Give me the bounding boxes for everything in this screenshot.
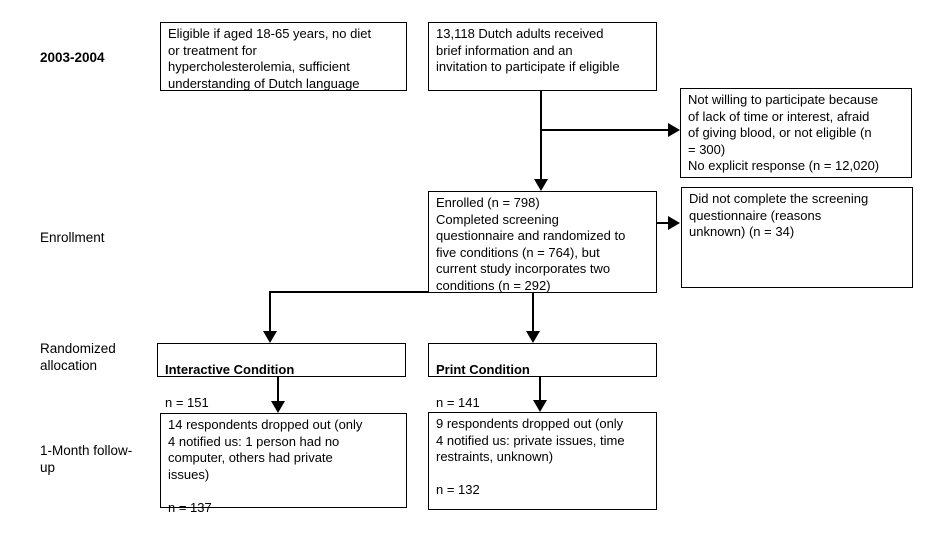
box-eligibility-criteria: Eligible if aged 18-65 years, no diet or… (160, 22, 407, 91)
stage-label-period: 2003-2004 (40, 50, 105, 65)
connector-enrolled-branch-left (269, 291, 428, 293)
arrowhead-to-print-icon (526, 331, 540, 343)
arrowhead-to-enrolled-icon (534, 179, 548, 191)
arrowhead-interactive-followup-icon (271, 401, 285, 413)
stage-label-followup: 1-Month follow- up (40, 443, 133, 475)
arrowhead-print-followup-icon (533, 400, 547, 412)
connector-to-interactive (269, 291, 271, 332)
stage-label-randomized-allocation: Randomized allocation (40, 341, 116, 373)
box-print-condition: Print Condition n = 141 (428, 343, 657, 410)
print-condition-title: Print Condition (436, 361, 530, 377)
arrowhead-to-not-completed-icon (668, 216, 680, 230)
box-enrolled: Enrolled (n = 798) Completed screening q… (428, 191, 657, 293)
box-invitation: 13,118 Dutch adults received brief infor… (428, 22, 657, 91)
stage-label-enrollment: Enrollment (40, 230, 105, 245)
connector-enrolled-to-not-completed (657, 222, 669, 224)
box-interactive-dropout: 14 respondents dropped out (only 4 notif… (160, 413, 407, 515)
connector-branch-not-willing (541, 129, 669, 131)
box-not-completed: Did not complete the screening questionn… (681, 187, 913, 288)
arrowhead-to-not-willing-icon (668, 123, 680, 137)
box-print-dropout: 9 respondents dropped out (only 4 notifi… (428, 412, 657, 510)
connector-print-to-followup (539, 377, 541, 401)
connector-to-print (532, 293, 534, 332)
connector-invitation-to-enrolled (540, 91, 542, 180)
arrowhead-to-interactive-icon (263, 331, 277, 343)
interactive-condition-n: n = 151 (165, 394, 209, 410)
connector-interactive-to-followup (277, 377, 279, 402)
box-not-willing: Not willing to participate because of la… (680, 88, 912, 178)
interactive-condition-title: Interactive Condition (165, 361, 295, 377)
box-interactive-condition: Interactive Condition n = 151 (157, 343, 406, 410)
print-condition-n: n = 141 (436, 394, 480, 410)
